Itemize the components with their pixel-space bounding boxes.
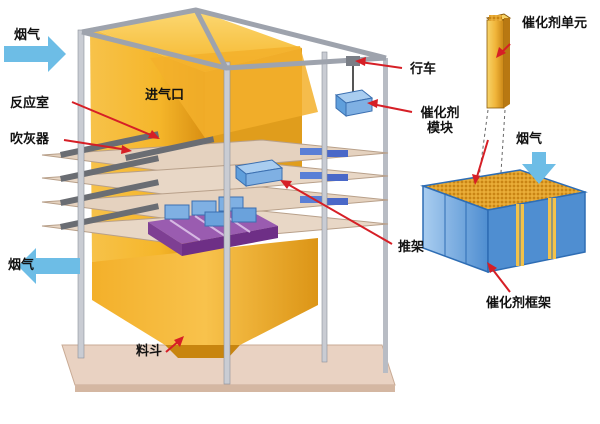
label-flue-gas-in: 烟气 (14, 28, 41, 43)
label-reactor: 反应室 (10, 96, 50, 111)
flue-gas-arrow-out (18, 248, 80, 284)
floor-slab-front (75, 385, 395, 392)
label-module: 催化剂 模块 (416, 106, 464, 136)
support-column (77, 29, 85, 359)
soot-blower (59, 131, 215, 230)
label-module-line1: 催化剂 (420, 106, 460, 121)
label-hopper: 料斗 (136, 344, 163, 359)
label-catalyst-unit: 催化剂单元 (522, 16, 588, 31)
label-flue-gas-out: 烟气 (8, 258, 35, 273)
label-flue-gas-right: 烟气 (516, 132, 543, 147)
label-soot-blower: 吹灰器 (10, 132, 50, 147)
label-trolley: 行车 (410, 62, 437, 77)
support-column (223, 61, 231, 385)
annotation-arrows (63, 43, 511, 353)
catalyst-frame (420, 169, 588, 274)
insertion-guide (477, 109, 506, 189)
label-module-line2: 模块 (426, 121, 453, 136)
flue-gas-arrow-down (522, 152, 556, 184)
hopper (92, 238, 318, 345)
reactor-inlet-hood (150, 46, 318, 138)
flue-gas-arrow-in (4, 36, 66, 72)
top-frame (81, 7, 387, 71)
hopper-outlet (165, 345, 240, 358)
label-catalyst-frame: 催化剂框架 (486, 296, 552, 311)
catalyst-module-moving (234, 159, 284, 188)
tray-modules (300, 148, 348, 205)
support-column (383, 58, 388, 373)
label-inlet: 进气口 (145, 88, 185, 103)
label-push-rack: 推架 (398, 240, 425, 255)
catalyst-modules-on-rack (164, 196, 257, 227)
catalyst-unit (485, 13, 512, 109)
trolley (334, 56, 374, 118)
